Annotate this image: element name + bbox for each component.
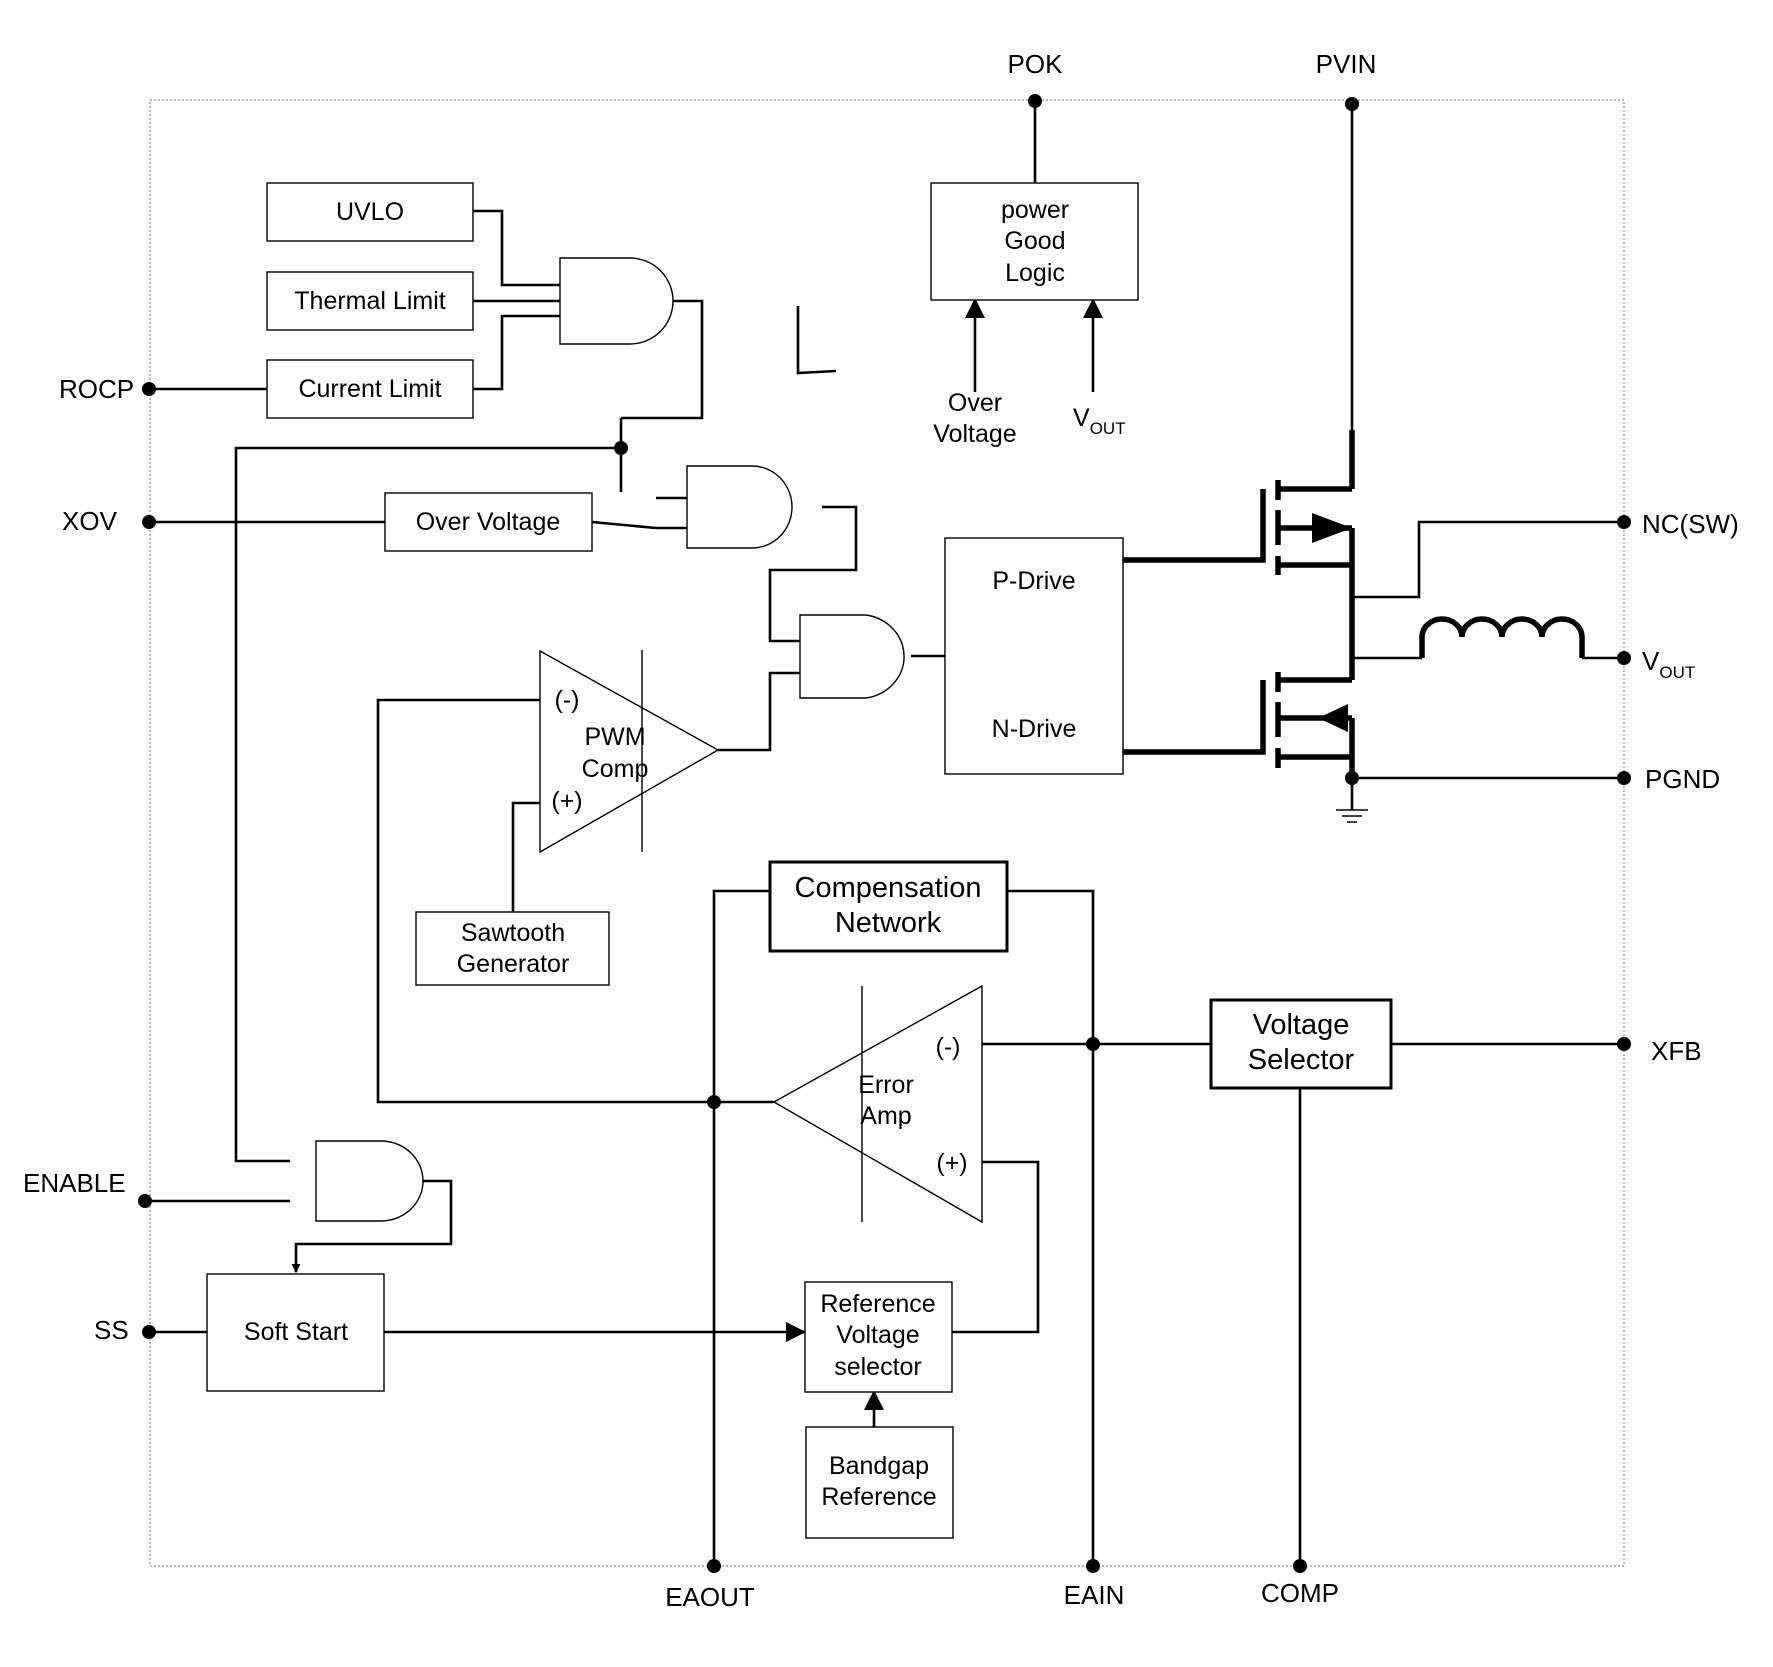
pin-xov-label: XOV xyxy=(62,506,118,536)
uvlo-label: UVLO xyxy=(336,198,404,226)
uvlo-block xyxy=(266,182,474,242)
bandgap-line1: Bandgap xyxy=(829,1452,929,1480)
chip-outline xyxy=(149,99,1625,1567)
p-drive-label: P-Drive xyxy=(992,567,1075,595)
compensation-line2: Network xyxy=(835,907,942,939)
error-amp-minus: (-) xyxy=(936,1033,961,1061)
voltage-selector-block xyxy=(1209,998,1393,1090)
reference-line1: Reference xyxy=(820,1290,935,1318)
pg-over-voltage-line1: Over xyxy=(948,389,1002,417)
pg-vout-main: V xyxy=(1073,404,1090,432)
junction-eaout xyxy=(707,1095,721,1109)
sawtooth-generator-block xyxy=(415,911,610,986)
over-voltage-label: Over Voltage xyxy=(416,508,561,536)
pin-eain-label: EAIN xyxy=(1064,1580,1125,1610)
voltage-selector-line1: Voltage xyxy=(1253,1009,1350,1041)
pin-vout-sub: OUT xyxy=(1659,663,1695,682)
bandgap-line2: Reference xyxy=(821,1483,936,1511)
high-side-body-diode-arrow xyxy=(1312,513,1352,543)
thermal-limit-label: Thermal Limit xyxy=(294,287,445,315)
compensation-network-block xyxy=(768,860,1009,953)
reference-line2: Voltage xyxy=(836,1321,919,1349)
soft-start-label: Soft Start xyxy=(244,1318,348,1346)
pin-pok-label: POK xyxy=(1008,49,1064,79)
pin-eaout-label: EAOUT xyxy=(665,1582,755,1612)
and-gate-pwm xyxy=(799,614,905,699)
low-side-body-diode-arrow xyxy=(1318,704,1348,732)
pwm-minus: (-) xyxy=(555,686,580,714)
pin-rocp-label: ROCP xyxy=(59,374,134,404)
output-inductor xyxy=(1419,616,1585,658)
pwm-comp-line1: PWM xyxy=(584,723,645,751)
error-amp-line1: Error xyxy=(858,1071,914,1099)
thermal-limit-block xyxy=(266,271,474,331)
pin-ncsw-label: NC(SW) xyxy=(1642,509,1739,539)
sawtooth-line2: Generator xyxy=(457,950,570,978)
voltage-selector-line2: Selector xyxy=(1248,1044,1355,1076)
pwm-comparator xyxy=(539,649,720,854)
power-good-line2: Good xyxy=(1004,227,1065,255)
junction-protection xyxy=(614,441,628,455)
pg-vout-sub: OUT xyxy=(1090,419,1126,438)
pin-vout-label: VOUT xyxy=(1642,646,1695,682)
sawtooth-line1: Sawtooth xyxy=(461,919,565,947)
driver-block xyxy=(944,537,1124,775)
power-stage xyxy=(1123,430,1624,823)
power-good-logic-block xyxy=(930,182,1139,301)
pin-enable-label: ENABLE xyxy=(23,1168,126,1198)
junction-eain xyxy=(1086,1037,1100,1051)
pwm-plus: (+) xyxy=(551,787,582,815)
wires xyxy=(145,101,1624,1566)
soft-start-block xyxy=(206,1273,385,1392)
power-good-line1: power xyxy=(1001,196,1069,224)
pwm-comp-line2: Comp xyxy=(582,755,649,783)
reference-line3: selector xyxy=(834,1353,922,1381)
n-drive-label: N-Drive xyxy=(992,715,1077,743)
error-amp-plus: (+) xyxy=(936,1149,967,1177)
bandgap-reference-block xyxy=(805,1426,954,1539)
pin-pgnd-label: PGND xyxy=(1645,764,1720,794)
pin-ss-label: SS xyxy=(94,1315,129,1345)
current-limit-block xyxy=(266,359,474,419)
compensation-line1: Compensation xyxy=(795,872,982,904)
ground-icon xyxy=(1336,809,1368,823)
pin-comp-label: COMP xyxy=(1261,1578,1339,1608)
pin-xfb-label: XFB xyxy=(1651,1036,1702,1066)
power-good-line3: Logic xyxy=(1005,259,1065,287)
error-amplifier xyxy=(772,984,983,1224)
pin-vout-main: V xyxy=(1642,646,1660,676)
and-gate-enable xyxy=(315,1140,424,1222)
and-gate-protection xyxy=(559,257,674,345)
pg-vout-label: VOUT xyxy=(1073,404,1126,438)
pin-pvin-label: PVIN xyxy=(1316,49,1377,79)
and-gate-over-voltage xyxy=(686,465,793,549)
pg-over-voltage-line2: Voltage xyxy=(933,420,1016,448)
over-voltage-block xyxy=(384,492,593,552)
error-amp-line2: Amp xyxy=(860,1102,911,1130)
reference-selector-block xyxy=(804,1281,953,1393)
current-limit-label: Current Limit xyxy=(298,375,441,403)
